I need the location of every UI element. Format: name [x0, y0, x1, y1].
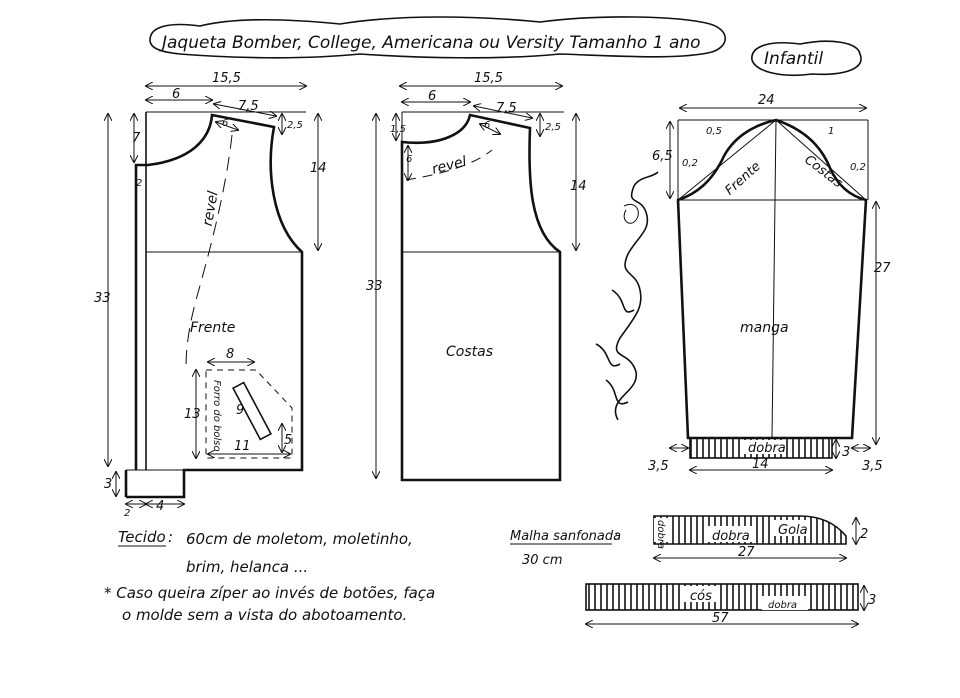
- subtitle-cloud: [751, 40, 862, 77]
- back-neck-label: 6: [428, 89, 436, 104]
- rib-colon: :: [614, 529, 618, 544]
- front-neck-label: 6: [172, 87, 180, 102]
- back-width-label: 15,5: [474, 71, 503, 86]
- sleeve-width-label: 24: [758, 93, 775, 108]
- rib-section: Malha sanfonada : 30 cm dobra dobra Gola…: [510, 515, 876, 626]
- pocket-lining-outline: [205, 369, 293, 459]
- back-neck-small-dim: [480, 124, 500, 134]
- fabric-colon: :: [168, 528, 173, 546]
- pocket-lining-label: Forro do bolso: [211, 380, 222, 452]
- sleeve-outline: [676, 118, 868, 440]
- collar-length-label: 27: [738, 545, 755, 560]
- rib-label: Malha sanfonada: [510, 529, 621, 544]
- back-shoulder-dim: [474, 106, 532, 118]
- collar-fold-left-label: dobra: [655, 520, 666, 549]
- sleeve-inset-right-label: 3,5: [862, 459, 883, 474]
- back-neck-small-label: 6: [484, 120, 490, 131]
- back-drop-label: 2,5: [545, 122, 561, 133]
- sleeve-cap-c-label: 0,2: [682, 158, 698, 169]
- sleeve-back-label: Costas: [801, 152, 845, 191]
- waist-label: cós: [690, 589, 712, 604]
- back-neck-depth-label: 6: [406, 154, 412, 165]
- front-outline: [126, 113, 304, 499]
- subtitle-text: Infantil: [764, 49, 823, 69]
- pocket-slit: [232, 381, 272, 441]
- back-armhole-label: 14: [570, 179, 587, 194]
- back-neck-rise-label: 1,5: [390, 124, 406, 135]
- front-neck-small-dim: [216, 122, 238, 130]
- front-hem-left-label: 2: [124, 508, 130, 519]
- sleeve-cap-label: 6,5: [652, 149, 673, 164]
- front-neck-depth-label: 7: [132, 131, 141, 146]
- sleeve-front-label: Frente: [722, 159, 763, 198]
- back-piece: 15,5 6 7,5 2,5 6 1,5 6 revel 14 33 Costa…: [366, 71, 587, 482]
- waistband-piece: [585, 583, 859, 611]
- waist-length-label: 57: [712, 611, 729, 626]
- front-piece: 15,5 6 7,5 2,5 6 7 2 14 33 revel Frente …: [94, 71, 327, 519]
- collar-label-bg: [774, 520, 808, 536]
- signature-stroke-3: [623, 204, 639, 224]
- back-length-label: 33: [366, 279, 383, 294]
- collar-left-label-bg: [654, 518, 668, 542]
- waist-fold-label: dobra: [768, 600, 797, 611]
- front-shoulder-dim: [214, 104, 276, 116]
- front-hem-width-label: 4: [156, 499, 164, 514]
- sleeve-cuff-width-label: 14: [752, 457, 769, 472]
- pocket-height-label: 13: [184, 407, 201, 422]
- collar-fold-label-bg: [706, 526, 754, 542]
- title-text: Jaqueta Bomber, College, Americana ou Ve…: [159, 33, 701, 53]
- front-drop-label: 2,5: [287, 120, 303, 131]
- fabric-line2: brim, helanca ...: [186, 558, 308, 576]
- front-neck-small-label: 6: [222, 118, 228, 129]
- front-length-label: 33: [94, 291, 111, 306]
- back-revel-line: [405, 149, 493, 181]
- front-label: Frente: [190, 320, 235, 336]
- sleeve-cap-d-label: 0,2: [850, 162, 866, 173]
- front-armhole-label: 14: [310, 161, 327, 176]
- fabric-label: Tecido: [118, 528, 166, 546]
- sleeve-cap-b-label: 1: [828, 126, 834, 137]
- front-overlap-label: 2: [136, 178, 142, 189]
- sleeve-cap-a-label: 0,5: [706, 126, 722, 137]
- collar-height-label: 2: [860, 527, 868, 542]
- sleeve-cuff-height-label: 3: [842, 445, 850, 460]
- back-shoulder-label: 7,5: [496, 101, 517, 116]
- signature-stroke-1: [614, 171, 659, 421]
- back-label: Costas: [446, 344, 493, 360]
- title-block: Jaqueta Bomber, College, Americana ou Ve…: [149, 16, 862, 77]
- rib-amount: 30 cm: [522, 553, 563, 568]
- pocket-width-label: 8: [226, 347, 234, 362]
- title-cloud: [149, 16, 727, 59]
- collar-label: Gola: [778, 523, 808, 538]
- sleeve-inset-left-label: 3,5: [648, 459, 669, 474]
- sleeve-back-diag: [775, 119, 867, 201]
- pocket-side-label: 5: [284, 433, 292, 448]
- fabric-line1: 60cm de moletom, moletinho,: [186, 530, 413, 548]
- sleeve-cuff-label-bg: [740, 440, 786, 454]
- front-revel-text: revel: [200, 190, 222, 228]
- pocket-base-label: 11: [234, 439, 251, 454]
- signature: [595, 171, 659, 421]
- sleeve-label: manga: [740, 320, 789, 336]
- sleeve-piece: 24 6,5 0,5 1 0,2 0,2 Frente Costas 27 ma…: [648, 93, 891, 474]
- waist-height-label: 3: [868, 593, 876, 608]
- sleeve-front-diag: [677, 119, 777, 201]
- pocket-slit-label: 9: [236, 403, 244, 418]
- fabric-note1: * Caso queira zíper ao invés de botões, …: [104, 584, 435, 602]
- signature-stroke-2: [595, 289, 635, 405]
- front-shoulder-label: 7,5: [238, 99, 259, 114]
- fabric-note2: o molde sem a vista do abotoamento.: [122, 606, 407, 624]
- back-outline: [400, 113, 562, 482]
- front-width-label: 15,5: [212, 71, 241, 86]
- fabric-notes: Tecido : 60cm de moletom, moletinho, bri…: [104, 528, 435, 624]
- sleeve-length-label: 27: [874, 261, 891, 276]
- waist-fold-label-bg: [762, 596, 808, 610]
- collar-fold-label: dobra: [712, 529, 750, 544]
- sleeve-center-line: [771, 119, 777, 439]
- front-hem-height-label: 3: [104, 477, 112, 492]
- waist-label-bg: [684, 586, 718, 602]
- sleeve-cuff-label: dobra: [748, 441, 786, 456]
- back-revel-text: revel: [430, 154, 468, 178]
